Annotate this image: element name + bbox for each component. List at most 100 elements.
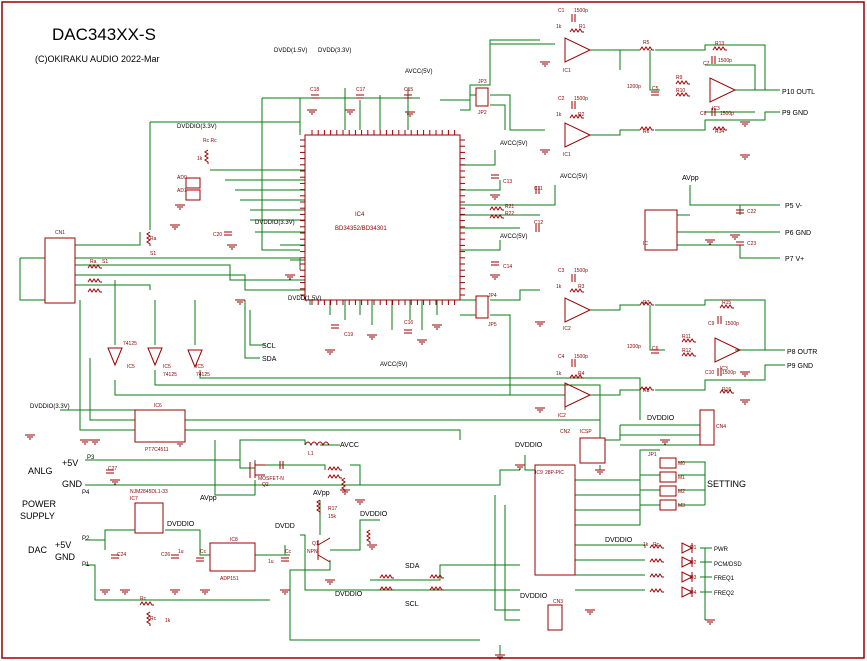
rail-dvddio-cn3: DVDDIO [520,593,548,600]
resistor-symbol [327,466,342,471]
capacitor-symbol [535,186,540,194]
part-r13: R13 [715,41,724,47]
part-c24: C24 [117,552,126,558]
capacitor-symbol [651,349,659,354]
opamp-ic2a-ref: IC2 [563,326,571,332]
section-setting: SETTING [707,479,746,489]
part-c4-value: 1500p [574,354,588,360]
part-c11: C11 [534,186,543,192]
port-p7: P7 V+ [785,256,804,263]
ic4-package [300,130,465,305]
ground-symbol [417,339,427,345]
ground-symbol [175,441,185,447]
ground-symbol [740,121,750,127]
part-c1-value: 1500p [574,8,588,14]
capacitor-symbol [196,557,204,562]
ic9-box [534,464,576,576]
part-jp4: JP4 [488,293,497,299]
m1-box [659,471,677,483]
resistor-symbol [681,352,696,357]
resistor-symbol [639,126,654,131]
ic6-box [134,409,186,443]
ground-symbol [200,589,210,595]
rail-dvddio-q1: DVDDIO [360,511,388,518]
part-ic9: IC9 [535,470,543,476]
ground-symbols [25,61,750,660]
resistor-symbol [639,301,654,306]
resistor-symbol [146,231,151,246]
opamp-ic2b-ref: IC2 [558,413,566,419]
part-1k-bottom: 1k [165,618,171,624]
rail-dvddio33-ic6: DVDDIO(3.3V) [30,404,70,410]
part-c6: C6 [652,346,659,352]
section-dac-5v: +5V [55,540,71,550]
part-l1: L1 [308,451,314,457]
part-r21: R21 [505,204,514,210]
port-p1: P1 [82,562,90,568]
rail-avpp-right: AVpp [682,175,699,182]
labels: DAC343XX-S (C)OKIRAKU AUDIO 2022-Mar IC4… [20,8,817,624]
rail-dvddio-ic8: DVDDIO [167,521,195,528]
port-p4: P4 [82,490,90,496]
rail-avcc-r1: AVCC(5V) [500,141,528,147]
part-d3: D3 [690,575,697,581]
ground-symbol [705,619,715,625]
ground-symbol [535,321,545,327]
part-r15: R15 [722,300,731,306]
copyright-note: (C)OKIRAKU AUDIO 2022-Mar [35,54,160,64]
capacitor-symbol [171,554,179,559]
opamp-symbols [564,37,742,408]
part-r1-value: 1k [556,24,562,30]
section-supply: SUPPLY [20,511,55,521]
rail-avcc-l1: AVCC [340,442,359,449]
part-c7: C7 [703,61,710,67]
resistor-symbol [719,389,734,394]
part-c6-value: 1200p [627,344,641,350]
part-jp2: JP2 [478,110,487,116]
part-c23: C23 [747,241,756,247]
rail-dvddio-cn4: DVDDIO [647,415,675,422]
led-freq1: FREQ1 [714,576,735,582]
resistor-symbol [649,558,664,563]
part-d2: D2 [690,560,697,566]
part-r8: R8 [643,388,650,394]
ground-symbol [175,204,185,210]
part-r2-value: 1k [556,112,562,118]
part-c5: C5 [652,86,659,92]
part-cc-b: Cc [285,549,292,555]
resistor-symbol [489,206,504,211]
resistor-symbol [429,574,444,579]
ic-regulator-box [644,209,678,251]
part-74125-c: 74125 [196,372,210,378]
ic4-ref: IC4 [355,212,365,218]
part-ra: Ra [90,259,97,265]
capacitor-symbol [356,94,364,99]
led-freq2: FREQ2 [714,591,735,597]
ground-symbol [495,654,505,660]
resistor-symbol [675,80,690,85]
ic4-part: BD34352/BD34301 [335,226,387,232]
schematic-title: DAC343XX-S [52,25,156,44]
signal-scl-bottom: SCL [405,601,419,608]
part-rc-led: Rc [653,542,660,548]
capacitor-symbol [736,241,744,246]
ground-symbol [585,609,595,615]
part-ic7: IC7 [130,496,138,502]
part-r6: R6 [643,129,650,135]
resistor-symbol [569,114,584,119]
section-dac: DAC [28,545,48,555]
rail-dvdd15-bottom: DVDD(1.5V) [288,296,321,302]
part-ic9-part: 28P-PIC [545,470,564,476]
part-c8-value: 1500p [720,111,734,117]
section-dac-gnd: GND [55,552,76,562]
part-c2-value: 1500p [574,96,588,102]
ground-symbol [490,274,500,280]
part-c18: C18 [310,87,319,93]
signal-scl: SCL [262,343,276,350]
signal-sda-bottom: SDA [405,563,420,570]
port-p3: P3 [87,455,95,461]
part-r14: R14 [715,129,724,135]
part-r10: R10 [676,88,685,94]
part-c4: C4 [558,354,565,360]
